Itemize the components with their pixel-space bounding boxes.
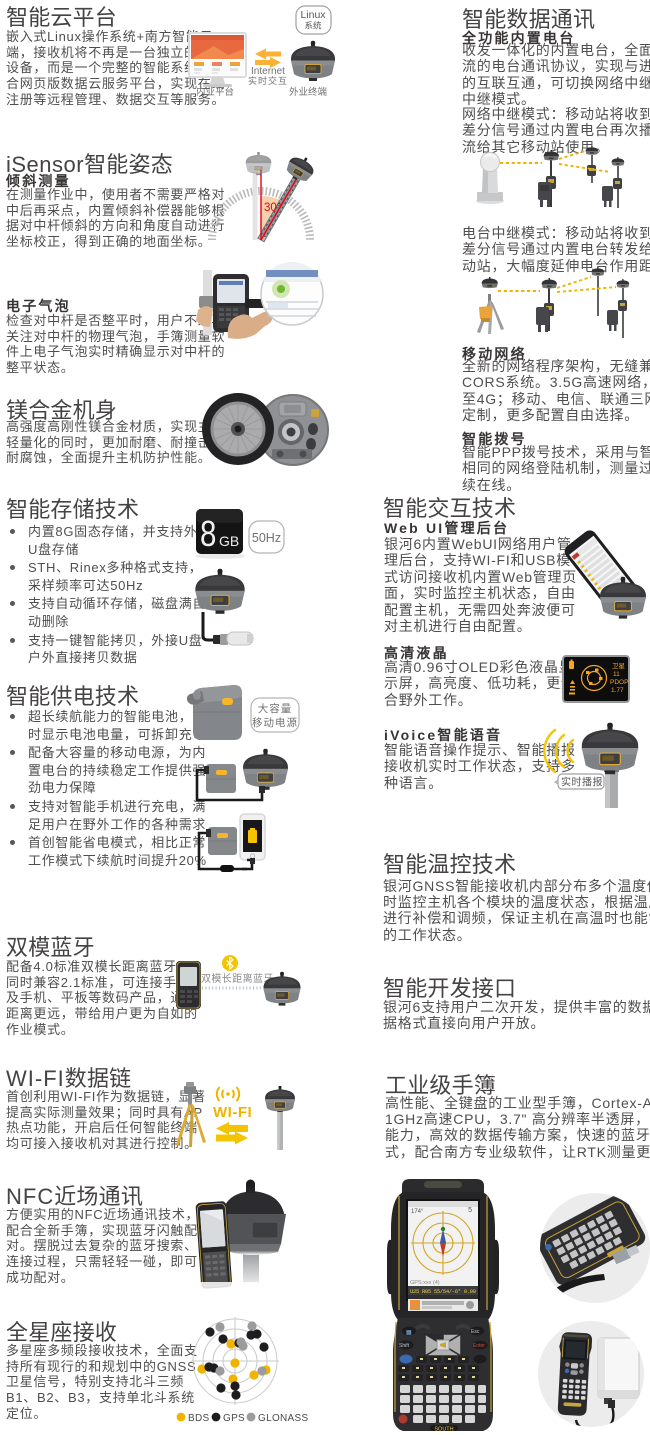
svg-text:50Hz: 50Hz bbox=[252, 531, 281, 545]
svg-text:实时交互: 实时交互 bbox=[248, 75, 288, 86]
svg-text:U25 R05 55/54/-6° 0.00: U25 R05 55/54/-6° 0.00 bbox=[410, 1288, 476, 1295]
svg-text:BDS: BDS bbox=[188, 1413, 209, 1424]
svg-text:实时播报: 实时播报 bbox=[561, 776, 603, 789]
svg-text:Esc: Esc bbox=[471, 1329, 480, 1335]
svg-text:1.77: 1.77 bbox=[611, 687, 624, 694]
svg-text:SOUTH: SOUTH bbox=[434, 1427, 453, 1433]
svg-text:Shift: Shift bbox=[399, 1343, 410, 1349]
svg-text:174°: 174° bbox=[411, 1209, 424, 1215]
svg-text:卫星: 卫星 bbox=[612, 662, 626, 670]
svg-text:内业平台: 内业平台 bbox=[196, 86, 234, 98]
svg-text:5: 5 bbox=[468, 1207, 472, 1214]
svg-text:Internet: Internet bbox=[251, 66, 285, 77]
svg-text:系统: 系统 bbox=[304, 21, 322, 31]
svg-text:外业终端: 外业终端 bbox=[289, 86, 328, 98]
svg-text:移动电源: 移动电源 bbox=[252, 716, 298, 729]
svg-text:8: 8 bbox=[200, 513, 216, 553]
svg-text:Enter: Enter bbox=[473, 1343, 485, 1349]
svg-text:GLONASS: GLONASS bbox=[258, 1413, 308, 1424]
svg-text:▦: ▦ bbox=[406, 1330, 412, 1336]
svg-text:GPS:xxx (4): GPS:xxx (4) bbox=[410, 1280, 440, 1286]
svg-text:大容量: 大容量 bbox=[258, 702, 293, 715]
svg-text:Linux: Linux bbox=[300, 9, 326, 21]
svg-text:30°: 30° bbox=[264, 202, 281, 214]
svg-text:GPS: GPS bbox=[223, 1413, 245, 1424]
svg-text:双模长距离蓝牙: 双模长距离蓝牙 bbox=[201, 972, 274, 985]
svg-text:11: 11 bbox=[613, 671, 620, 678]
svg-text:GB: GB bbox=[219, 533, 239, 549]
svg-text:WI-FI: WI-FI bbox=[213, 1104, 252, 1121]
svg-text:PDOP: PDOP bbox=[610, 679, 628, 686]
